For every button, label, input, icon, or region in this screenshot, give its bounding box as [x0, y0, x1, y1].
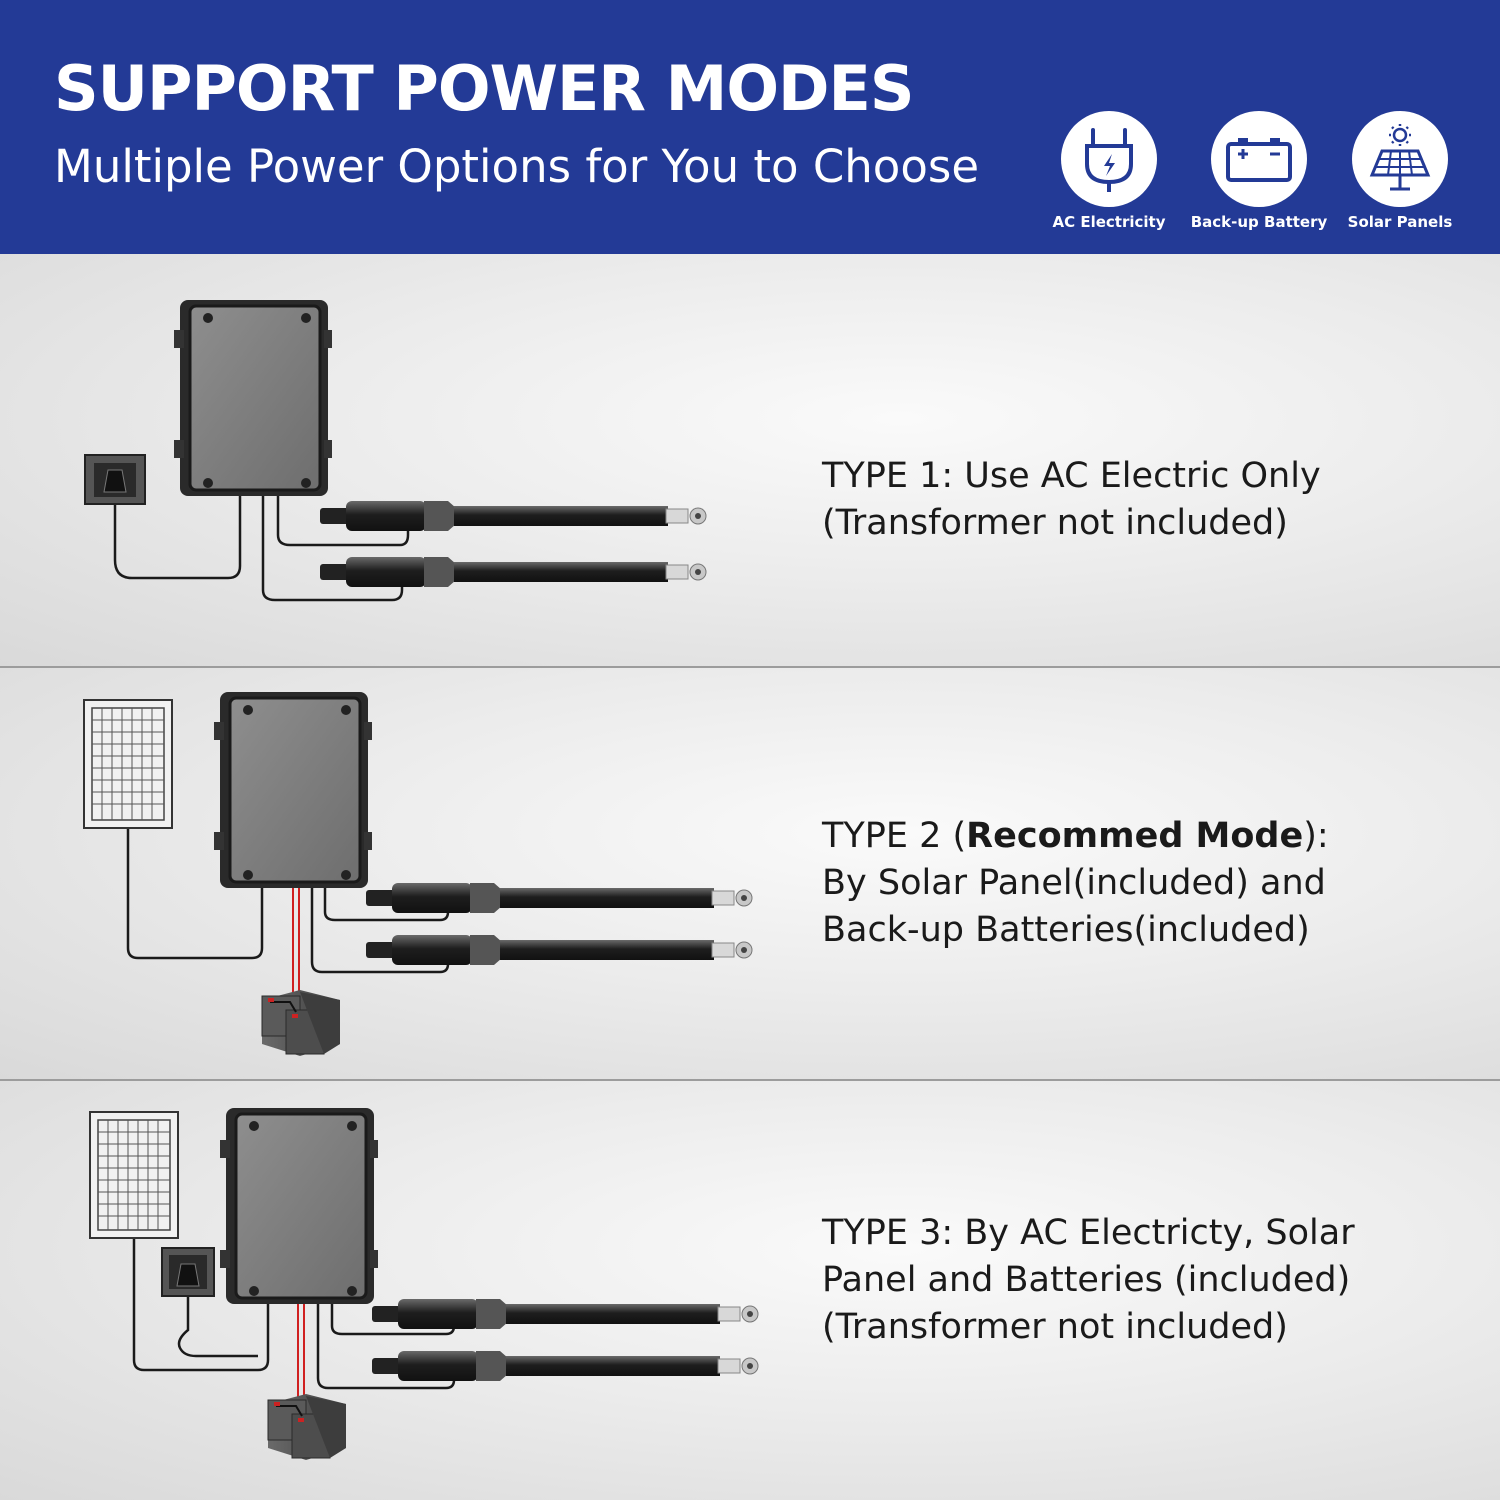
divider: [0, 666, 1500, 668]
desc-prefix: TYPE 2 (: [822, 816, 967, 856]
header-banner: SUPPORT POWER MODES Multiple Power Optio…: [0, 0, 1500, 254]
mode-ac-electricity: AC Electricity: [1029, 111, 1189, 231]
cable-wires: [126, 828, 450, 974]
backup-batteries: [267, 1394, 346, 1460]
mode-solar-panels: Solar Panels: [1320, 111, 1480, 231]
type-1-diagram: [84, 300, 707, 602]
desc-line: (Transformer not included): [822, 503, 1288, 543]
desc-line: (Transformer not included): [822, 1307, 1288, 1347]
type-1-panel: TYPE 1: Use AC Electric Only (Transforme…: [0, 254, 1500, 666]
solar-panel: [83, 699, 173, 829]
desc-suffix: ):: [1303, 816, 1329, 856]
desc-line: Panel and Batteries (included): [822, 1260, 1351, 1300]
type-2-panel: TYPE 2 (Recommed Mode): By Solar Panel(i…: [0, 668, 1500, 1079]
control-box: [174, 300, 332, 496]
control-box: [214, 692, 372, 888]
desc-line: Back-up Batteries(included): [822, 910, 1310, 950]
type-2-description: TYPE 2 (Recommed Mode): By Solar Panel(i…: [822, 813, 1329, 954]
plug-icon: [1061, 111, 1157, 207]
battery-icon: [1211, 111, 1307, 207]
solar-panel: [89, 1111, 179, 1239]
type-3-description: TYPE 3: By AC Electricty, Solar Panel an…: [822, 1210, 1355, 1351]
backup-batteries: [261, 990, 340, 1056]
gate-actuator: [372, 1351, 759, 1381]
desc-line: TYPE 2 (Recommed Mode):: [822, 813, 1329, 860]
page-subtitle: Multiple Power Options for You to Choose: [54, 140, 980, 193]
gate-actuator: [366, 935, 753, 965]
desc-line: TYPE 1: Use AC Electric Only: [822, 456, 1321, 496]
gate-actuator: [320, 501, 707, 531]
solar-panel-icon: [1352, 111, 1448, 207]
gate-actuator: [320, 557, 707, 587]
cable-wires: [113, 490, 410, 602]
power-outlet: [84, 454, 146, 505]
desc-line: By Solar Panel(included) and: [822, 863, 1326, 903]
divider: [0, 1079, 1500, 1081]
mode-backup-battery: Back-up Battery: [1179, 111, 1339, 231]
power-outlet: [161, 1247, 215, 1297]
page-title: SUPPORT POWER MODES: [54, 52, 915, 125]
control-box: [220, 1108, 378, 1304]
type-1-description: TYPE 1: Use AC Electric Only (Transforme…: [822, 453, 1321, 547]
desc-line: TYPE 3: By AC Electricty, Solar: [822, 1213, 1355, 1253]
gate-actuator: [372, 1299, 759, 1329]
gate-actuator: [366, 883, 753, 913]
mode-label: AC Electricity: [1052, 213, 1166, 231]
type-3-panel: TYPE 3: By AC Electricty, Solar Panel an…: [0, 1081, 1500, 1500]
type-2-diagram: [83, 692, 753, 1056]
type-3-diagram: [89, 1108, 759, 1460]
cable-wires: [132, 1238, 456, 1390]
mode-label: Solar Panels: [1347, 213, 1453, 231]
mode-label: Back-up Battery: [1190, 213, 1328, 231]
recommended-mode-label: Recommed Mode: [966, 816, 1304, 856]
